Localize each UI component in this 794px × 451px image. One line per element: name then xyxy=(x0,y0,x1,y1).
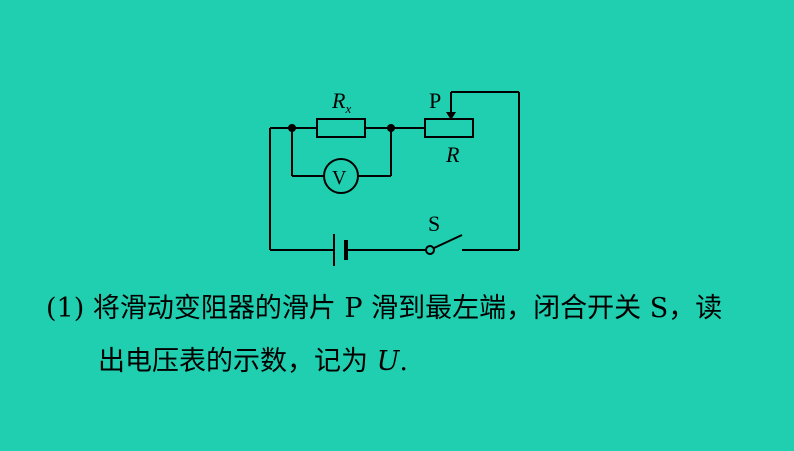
switch-contact xyxy=(425,245,435,255)
label-v: V xyxy=(332,167,347,189)
question-line-1: (1) 将滑动变阻器的滑片 P 滑到最左端，闭合开关 S，读 xyxy=(46,293,723,324)
rheostat-r xyxy=(424,118,474,138)
label-r: R xyxy=(445,142,460,167)
resistor-rx xyxy=(316,118,366,138)
variable-u: U xyxy=(376,346,400,377)
junction-dot xyxy=(288,124,296,132)
label-p: P xyxy=(429,88,441,113)
question-line-2: 出电压表的示数，记为 U. xyxy=(98,339,408,378)
label-rx-sub: x xyxy=(344,101,351,116)
question-line-2-text: 出电压表的示数，记为 xyxy=(98,346,377,377)
label-rx: Rx xyxy=(331,88,351,116)
switch-blade xyxy=(433,234,463,249)
voltmeter-symbol xyxy=(323,158,359,194)
question-line-2-end: . xyxy=(399,346,408,377)
label-s: S xyxy=(428,211,440,236)
junction-dot xyxy=(387,124,395,132)
slider-arrow-icon xyxy=(446,112,456,120)
